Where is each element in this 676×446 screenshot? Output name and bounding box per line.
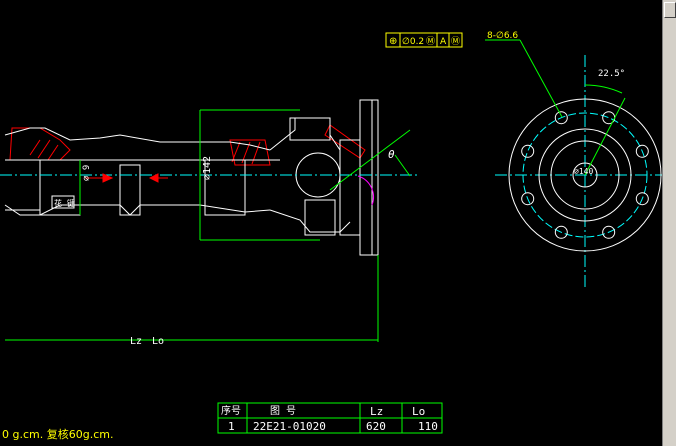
bolt-hole [554, 111, 568, 125]
table-header-lo: Lo [412, 405, 425, 418]
dimension-lines [5, 109, 411, 342]
bolt-hole [521, 192, 535, 206]
table-cell-seq: 1 [228, 420, 235, 433]
table-header-seq: 序号 [221, 404, 241, 417]
tolerance-frame: ⊕ ∅0.2 Ⓜ A Ⓜ [385, 32, 463, 48]
flange-dia: ∅140 [574, 167, 593, 176]
table-cell-drawing: 22E21-01020 [253, 420, 326, 433]
spline-label: 花 键 [54, 198, 75, 208]
housing-hatch [9, 124, 366, 166]
dim-dia-main: ∅142 [202, 156, 213, 180]
bolt-hole [521, 144, 535, 158]
bolt-hole [602, 225, 616, 239]
spline-box [51, 195, 75, 209]
table-cell-lo: 110 [418, 420, 438, 433]
lz-label: Lz [130, 336, 142, 347]
bolt-hole [635, 192, 649, 206]
rotation-arc [357, 175, 374, 206]
bolt-holes [521, 111, 649, 239]
scroll-thumb[interactable] [664, 2, 676, 18]
parts-table [217, 402, 443, 434]
status-text: 0 g.cm. 复核60g.cm. [2, 427, 113, 441]
theta-label: θ [388, 148, 395, 161]
flange-view: 22.5° 8-∅6.6 ∅140 [485, 31, 663, 290]
bolt-callout: 8-∅6.6 [487, 31, 518, 41]
datum-modifier: Ⓜ [451, 36, 460, 47]
shaft-assembly [0, 99, 420, 256]
table-header-lz: Lz [370, 405, 383, 418]
table-header-drawing: 图 号 [270, 405, 296, 417]
lo-label: Lo [152, 336, 164, 347]
vertical-scrollbar[interactable] [662, 0, 676, 446]
angle-label: 22.5° [598, 69, 625, 79]
bolt-hole [554, 225, 568, 239]
table-cell-lz: 620 [366, 420, 386, 433]
bolt-hole [635, 144, 649, 158]
datum-letter: A [440, 37, 447, 47]
tolerance-value: ∅0.2 [402, 37, 424, 47]
tolerance-modifier: Ⓜ [426, 36, 435, 47]
direction-arrows [85, 173, 168, 183]
position-symbol: ⊕ [389, 36, 397, 47]
dim-left: ∅ 9 [82, 165, 92, 181]
